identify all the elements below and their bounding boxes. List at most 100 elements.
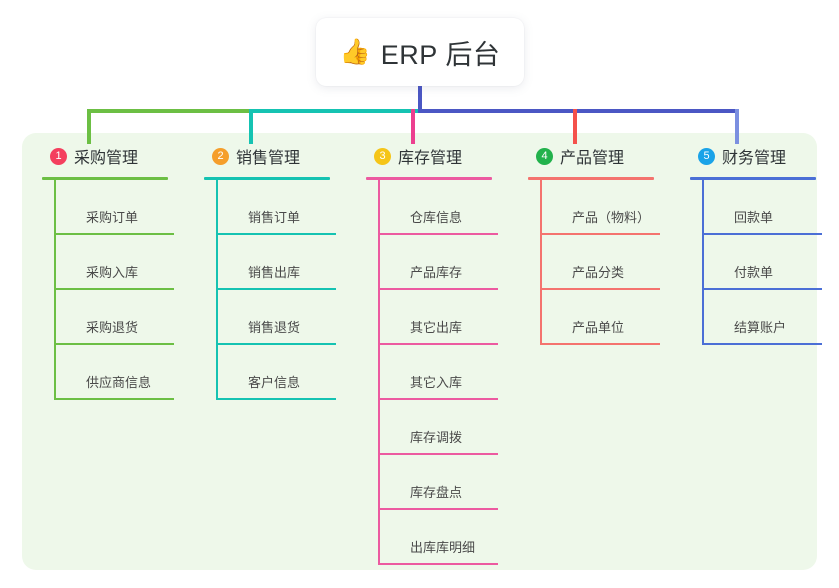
column-header-5[interactable]: 5 财务管理	[682, 144, 839, 168]
list-item-rule	[216, 233, 336, 235]
list-item[interactable]: 销售订单	[216, 180, 356, 235]
list-item-label: 客户信息	[248, 375, 301, 390]
list-item-rule	[540, 343, 660, 345]
list-item[interactable]: 供应商信息	[54, 345, 194, 400]
list-item[interactable]: 其它出库	[378, 290, 518, 345]
column-header-rule-5	[690, 177, 816, 180]
thumbs-up-icon: 👍	[339, 37, 371, 66]
column-title-1: 采购管理	[74, 150, 139, 167]
list-item[interactable]: 库存盘点	[378, 455, 518, 510]
column-header-rule-1	[42, 177, 168, 180]
column-items-4: 产品（物料） 产品分类产品单位	[540, 180, 680, 345]
list-item-rule	[216, 398, 336, 400]
list-item-rule	[54, 398, 174, 400]
list-item-label: 销售出库	[248, 265, 301, 280]
column-title-5: 财务管理	[722, 150, 787, 167]
list-item[interactable]: 产品库存	[378, 235, 518, 290]
list-item-label: 产品库存	[410, 265, 463, 280]
list-item-rule	[540, 288, 660, 290]
list-item-label: 其它入库	[410, 375, 463, 390]
list-item-rule	[378, 343, 498, 345]
column-spine-1	[54, 180, 56, 400]
list-item-label: 采购退货	[86, 320, 139, 335]
column-items-2: 销售订单销售出库销售退货客户信息	[216, 180, 356, 400]
list-item-label: 回款单	[734, 210, 774, 225]
column-spine-4	[540, 180, 542, 345]
list-item-label: 付款单	[734, 265, 774, 280]
list-item[interactable]: 其它入库	[378, 345, 518, 400]
column-5: 5 财务管理回款单付款单结算账户	[682, 144, 839, 345]
list-item-rule	[54, 343, 174, 345]
column-title-2: 销售管理	[236, 150, 301, 167]
column-spine-2	[216, 180, 218, 400]
list-item[interactable]: 库存调拨	[378, 400, 518, 455]
column-header-2[interactable]: 2 销售管理	[196, 144, 356, 168]
drop-line-4	[573, 109, 577, 144]
drop-line-1	[87, 109, 91, 144]
list-item-rule	[540, 233, 660, 235]
column-badge-2: 2	[212, 147, 229, 165]
root-node-erp-backend[interactable]: 👍 ERP 后台	[316, 18, 524, 86]
list-item[interactable]: 采购入库	[54, 235, 194, 290]
list-item[interactable]: 出库库明细	[378, 510, 518, 565]
column-items-1: 采购订单采购入库采购退货供应商信息	[54, 180, 194, 400]
list-item[interactable]: 结算账户	[702, 290, 839, 345]
list-item-label: 产品分类	[572, 265, 625, 280]
list-item-label: 供应商信息	[86, 375, 152, 390]
list-item[interactable]: 产品单位	[540, 290, 680, 345]
list-item-rule	[54, 288, 174, 290]
column-badge-5: 5	[698, 147, 715, 165]
drop-line-5	[735, 109, 739, 144]
list-item-rule	[216, 288, 336, 290]
list-item-rule	[378, 453, 498, 455]
list-item-rule	[378, 288, 498, 290]
list-item[interactable]: 采购退货	[54, 290, 194, 345]
list-item[interactable]: 回款单	[702, 180, 839, 235]
list-item-label: 产品单位	[572, 320, 625, 335]
bus-blue	[418, 109, 739, 113]
list-item-rule	[702, 343, 822, 345]
list-item-rule	[216, 343, 336, 345]
column-4: 4 产品管理产品（物料） 产品分类产品单位	[520, 144, 680, 345]
column-3: 3 库存管理仓库信息产品库存其它出库其它入库库存调拨库存盘点出库库明细	[358, 144, 518, 565]
column-items-3: 仓库信息产品库存其它出库其它入库库存调拨库存盘点出库库明细	[378, 180, 518, 565]
list-item-rule	[378, 233, 498, 235]
diagram-panel	[22, 133, 817, 570]
list-item[interactable]: 付款单	[702, 235, 839, 290]
list-item[interactable]: 仓库信息	[378, 180, 518, 235]
column-title-4: 产品管理	[560, 150, 625, 167]
column-header-rule-3	[366, 177, 492, 180]
list-item-label: 销售退货	[248, 320, 301, 335]
list-item-rule	[54, 233, 174, 235]
column-badge-3: 3	[374, 147, 391, 165]
list-item-rule	[378, 563, 498, 565]
column-header-3[interactable]: 3 库存管理	[358, 144, 518, 168]
list-item-label: 其它出库	[410, 320, 463, 335]
list-item[interactable]: 客户信息	[216, 345, 356, 400]
list-item-label: 采购订单	[86, 210, 139, 225]
list-item-label: 结算账户	[734, 320, 787, 335]
column-spine-3	[378, 180, 380, 565]
list-item-rule	[378, 508, 498, 510]
list-item[interactable]: 产品（物料）	[540, 180, 680, 235]
trunk-vertical	[418, 86, 422, 113]
bus-green	[87, 109, 249, 113]
column-title-3: 库存管理	[398, 150, 463, 167]
column-header-rule-4	[528, 177, 654, 180]
column-items-5: 回款单付款单结算账户	[702, 180, 839, 345]
column-header-4[interactable]: 4 产品管理	[520, 144, 680, 168]
column-badge-4: 4	[536, 147, 553, 165]
list-item[interactable]: 产品分类	[540, 235, 680, 290]
list-item-label: 库存调拨	[410, 430, 463, 445]
list-item-rule	[702, 233, 822, 235]
list-item-label: 销售订单	[248, 210, 301, 225]
list-item[interactable]: 销售出库	[216, 235, 356, 290]
list-item[interactable]: 采购订单	[54, 180, 194, 235]
list-item[interactable]: 销售退货	[216, 290, 356, 345]
drop-line-3	[411, 109, 415, 144]
list-item-label: 仓库信息	[410, 210, 463, 225]
column-header-rule-2	[204, 177, 330, 180]
list-item-label: 产品（物料）	[572, 210, 651, 225]
